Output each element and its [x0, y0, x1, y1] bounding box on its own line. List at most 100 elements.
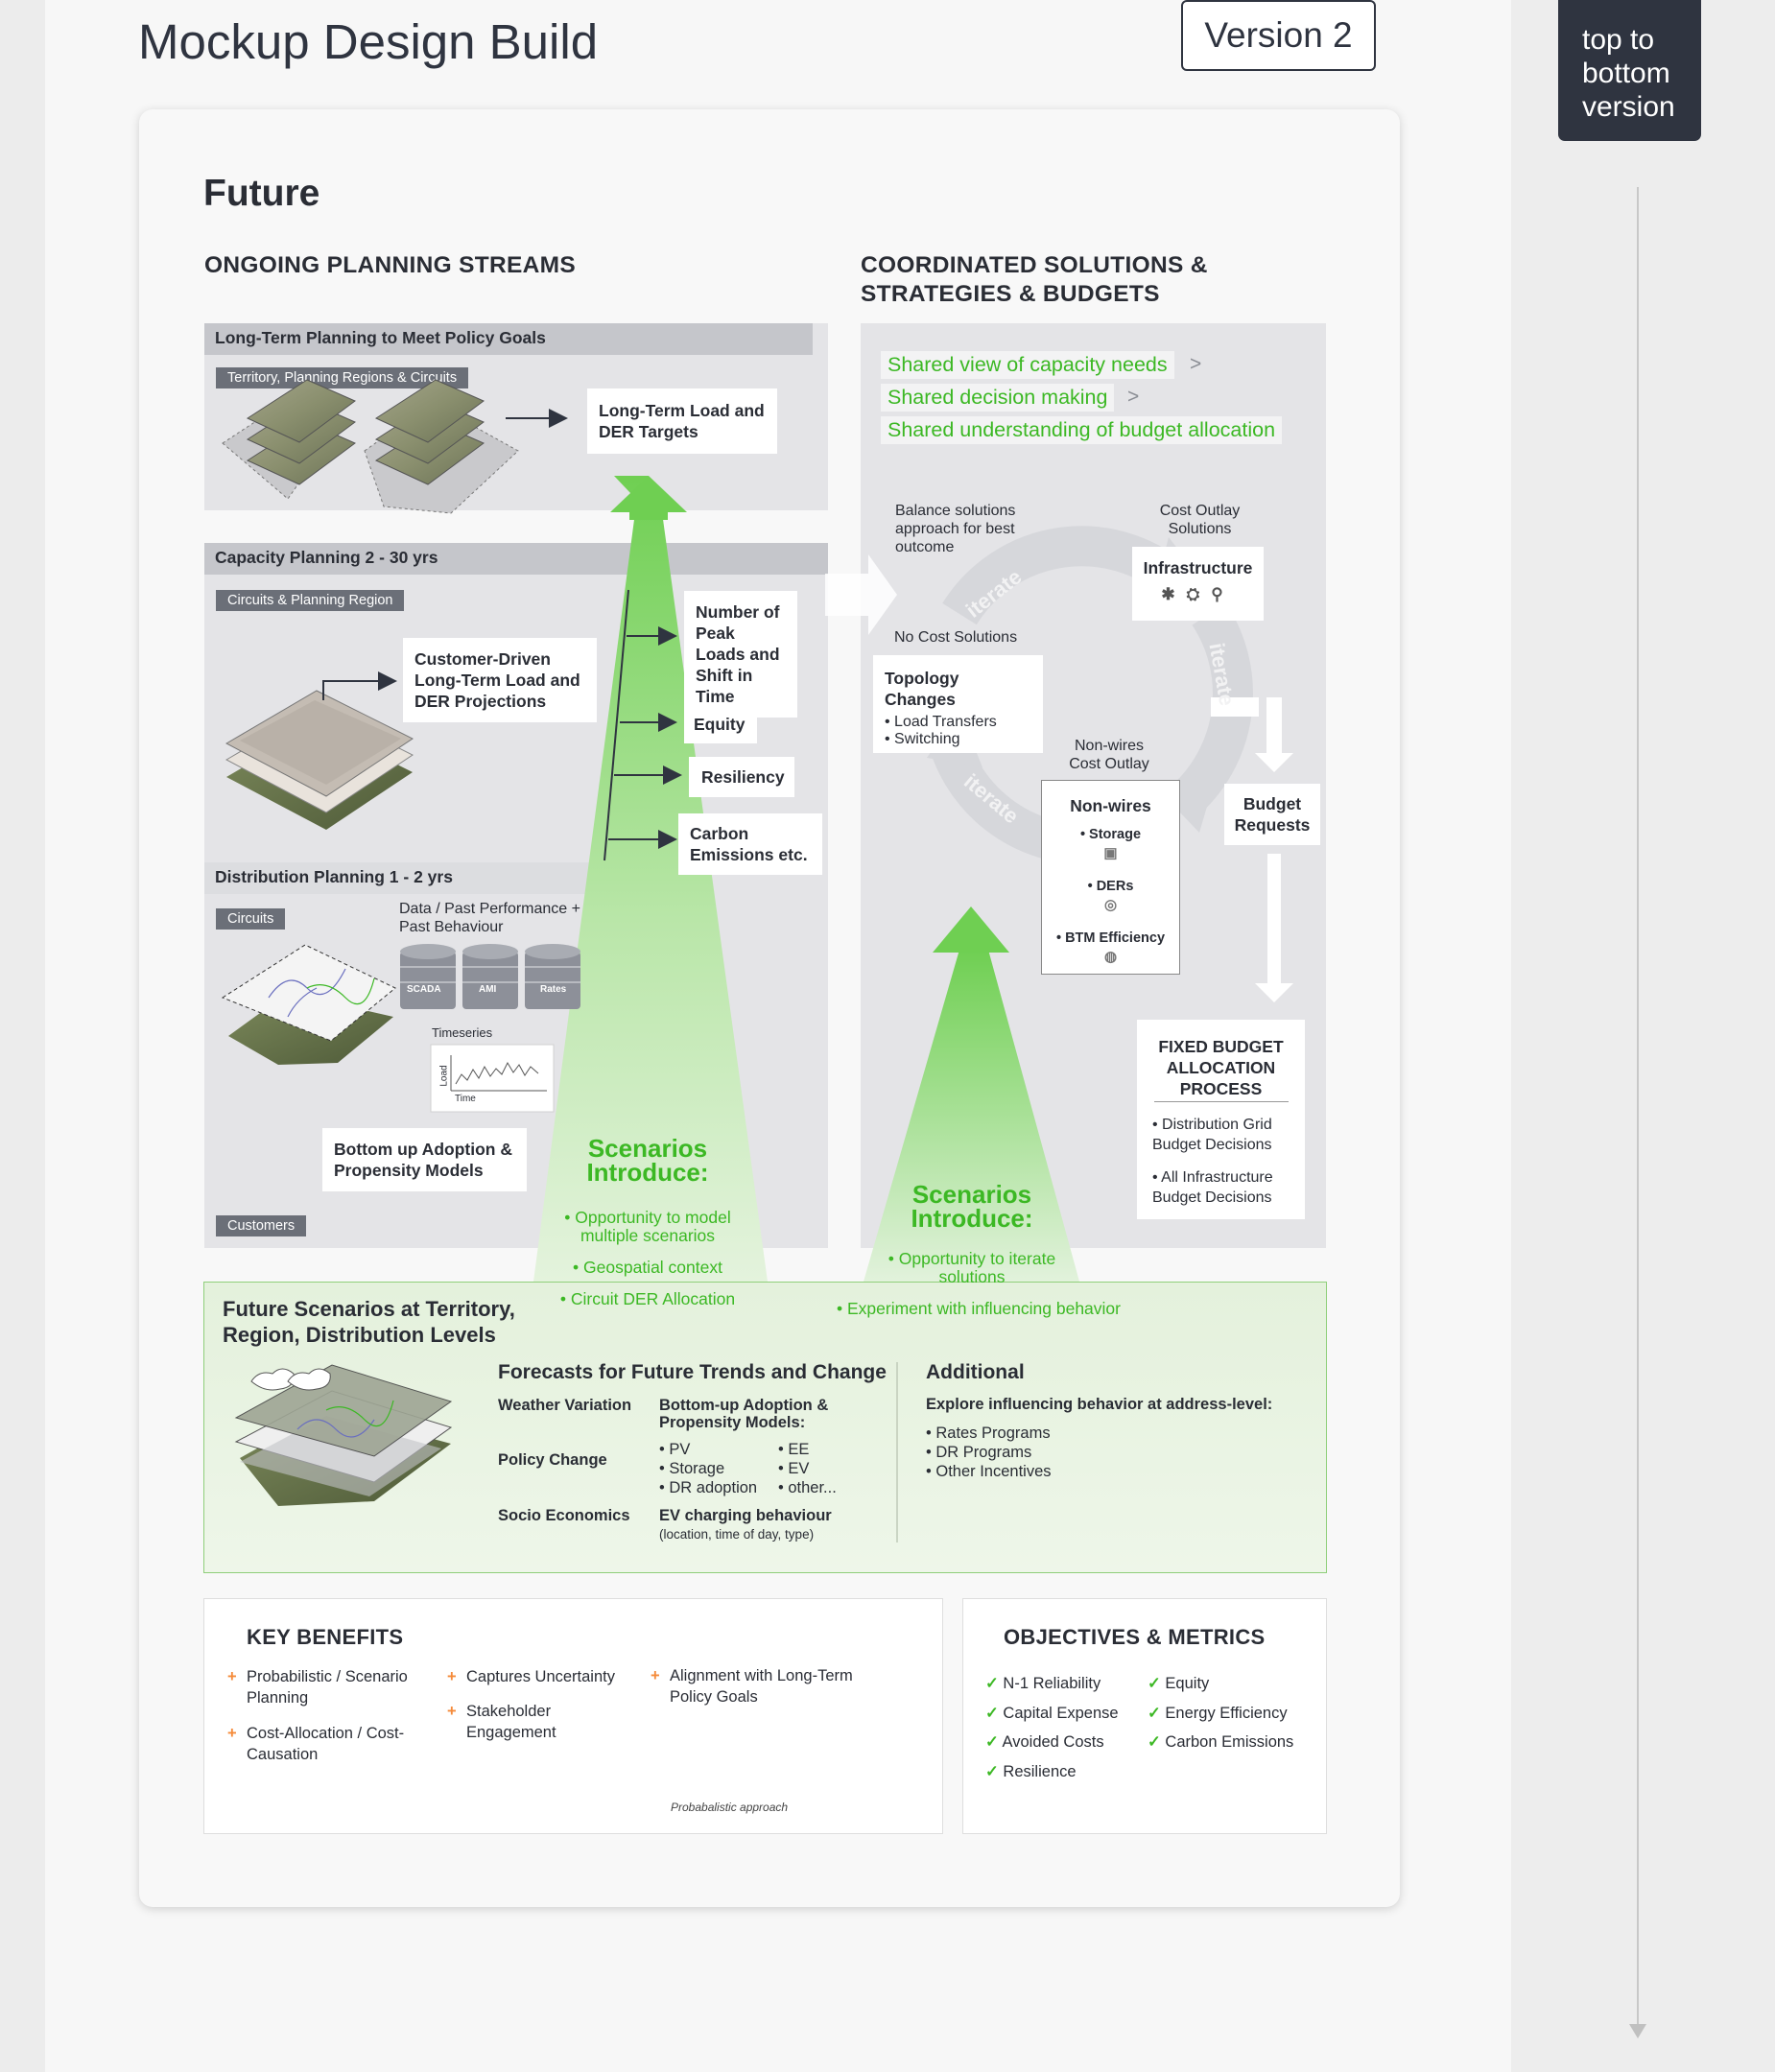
objective-label: Avoided Costs [1002, 1733, 1104, 1751]
scenarios-title-left: Scenarios Introduce: [586, 1134, 709, 1187]
check-icon: ✓ [985, 1675, 999, 1692]
infrastructure-icons: ✱⛭⚲ [1161, 585, 1235, 603]
coordinated-heading: COORDINATED SOLUTIONS & STRATEGIES & BUD… [861, 252, 1208, 307]
capacity-output-arrows [604, 589, 682, 861]
capacity-bar: Capacity Planning 2 - 30 yrs [204, 543, 828, 575]
highlight-capacity-needs: Shared view of capacity needs [881, 351, 1174, 379]
db-rates-label: Rates [540, 984, 567, 995]
output-equity: Equity [684, 705, 757, 743]
storage-icon: ▣ [1103, 845, 1118, 861]
plus-icon: + [651, 1667, 660, 1684]
balance-label: Balance solutions approach for best outc… [895, 503, 1016, 555]
benefit-label: Cost-Allocation / Cost-Causation [247, 1725, 405, 1763]
objective-label: Resilience [1003, 1762, 1077, 1780]
objective-item: ✓ Capital Expense [985, 1699, 1119, 1729]
section-title: Future [203, 173, 320, 214]
nonwires-item: • BTM Efficiency [1055, 930, 1166, 946]
additional-item: • Other Incentives [926, 1463, 1052, 1480]
data-performance-label: Data / Past Performance + Past Behaviour [399, 901, 580, 935]
objective-item: ✓ Equity [1148, 1669, 1293, 1699]
future-map-stack [234, 1364, 453, 1506]
budget-requests-box: Budget Requests [1224, 784, 1320, 845]
adoption-models-box: Bottom up Adoption & Propensity Models [322, 1128, 527, 1191]
objective-item: ✓ Energy Efficiency [1148, 1699, 1293, 1729]
key-benefits-heading: KEY BENEFITS [247, 1625, 404, 1649]
plus-icon: + [447, 1703, 457, 1720]
objective-item: ✓ Carbon Emissions [1148, 1728, 1293, 1757]
scenario-bullet-2: • Geospatial context [573, 1258, 722, 1277]
capacity-chip: Circuits & Planning Region [216, 590, 405, 611]
fixed-budget-title: FIXED BUDGET ALLOCATION PROCESS [1153, 1036, 1289, 1102]
ev-sub: (location, time of day, type) [659, 1527, 815, 1542]
additional-heading: Additional [926, 1361, 1025, 1383]
adoption-item: • Storage [659, 1460, 725, 1477]
scenario-bullet-iterate: • Opportunity to iterate solutions [888, 1249, 1056, 1286]
scenarios-arrow-left [533, 476, 768, 1282]
check-icon: ✓ [1148, 1733, 1161, 1751]
fixed-budget-item: • Distribution Grid Budget Decisions [1152, 1117, 1272, 1153]
objective-label: Carbon Emissions [1165, 1733, 1294, 1751]
benefit-item: + Alignment with Long-Term Policy Goals [651, 1665, 890, 1707]
check-icon: ✓ [985, 1733, 999, 1751]
long-term-target-box: Long-Term Load and DER Targets [587, 388, 777, 454]
database-icons [400, 944, 580, 1009]
timeseries-label: Timeseries [432, 1025, 493, 1040]
adoption-item: • EE [778, 1441, 810, 1458]
scenarios-title-right: Scenarios Introduce: [911, 1180, 1033, 1233]
adoption-item: • PV [659, 1441, 691, 1458]
benefit-label: Probabilistic / Scenario Planning [247, 1668, 408, 1707]
benefit-item: + Captures Uncertainty [447, 1666, 649, 1687]
version-badge[interactable]: Version 2 [1181, 0, 1376, 71]
adoption-heading: Bottom-up Adoption & Propensity Models: [659, 1397, 829, 1431]
output-peak-loads: Number of Peak Loads and Shift in Time [684, 591, 797, 718]
distribution-chip: Circuits [216, 908, 286, 930]
objective-item: ✓ N-1 Reliability [985, 1669, 1119, 1699]
objectives-col1: ✓ N-1 Reliability ✓ Capital Expense ✓ Av… [985, 1669, 1119, 1786]
driver-socio: Socio Economics [498, 1507, 630, 1524]
plus-icon: + [227, 1725, 237, 1742]
output-resiliency: Resiliency [689, 757, 794, 797]
curve-label: Probabalistic approach [671, 1801, 789, 1814]
side-panel [1511, 0, 1775, 2072]
arrow-down-icon [1629, 2024, 1646, 2038]
forecasts-heading: Forecasts for Future Trends and Change [498, 1361, 887, 1383]
highlight-decision-making: Shared decision making [881, 384, 1115, 412]
db-scada-label: SCADA [407, 984, 441, 995]
no-cost-label: No Cost Solutions [894, 629, 1018, 646]
chevron-right-icon: > [1127, 386, 1140, 408]
topology-item: • Switching [885, 731, 960, 747]
circuit-map-stack [221, 944, 396, 1065]
plus-icon: + [227, 1668, 237, 1685]
infrastructure-box: Infrastructure ✱⛭⚲ [1132, 547, 1264, 621]
additional-item: • DR Programs [926, 1444, 1032, 1461]
scenario-bullet-experiment: • Experiment with influencing behavior [836, 1299, 1121, 1318]
benefit-label: Captures Uncertainty [466, 1668, 615, 1685]
adoption-col2: • EE • EV • other... [778, 1440, 837, 1497]
objective-item: ✓ Avoided Costs [985, 1728, 1119, 1757]
adoption-item: • DR adoption [659, 1479, 758, 1496]
adoption-item: • other... [778, 1479, 837, 1496]
cost-outlay-label: Cost Outlay Solutions [1159, 503, 1241, 537]
additional-sub: Explore influencing behavior at address-… [926, 1396, 1273, 1413]
output-carbon: Carbon Emissions etc. [678, 813, 822, 875]
check-icon: ✓ [985, 1762, 999, 1780]
der-icon: ◎ [1103, 897, 1118, 913]
axis-load-label: Load [438, 1065, 450, 1087]
nonwires-box: Non-wires • Storage ▣ • DERs ◎ • BTM Eff… [1041, 780, 1180, 975]
objectives-heading: OBJECTIVES & METRICS [1004, 1625, 1266, 1649]
scenario-bullet-3: • Circuit DER Allocation [559, 1289, 736, 1308]
scenarios-arrow-right [864, 906, 1079, 1282]
territory-map-stack [222, 379, 519, 514]
flow-direction-label: top to bottom version [1558, 0, 1701, 141]
customers-chip: Customers [216, 1215, 307, 1236]
fixed-budget-item: • All Infrastructure Budget Decisions [1152, 1169, 1273, 1206]
adoption-col1: • PV • Storage • DR adoption [659, 1440, 757, 1497]
projection-box: Customer-Driven Long-Term Load and DER P… [403, 638, 597, 722]
plus-icon: + [447, 1668, 457, 1685]
db-ami-label: AMI [479, 984, 497, 995]
key-benefits-card [203, 1598, 943, 1834]
axis-time-label: Time [455, 1094, 476, 1104]
budget-flow-arrows [1211, 697, 1293, 1002]
objectives-col2: ✓ Equity ✓ Energy Efficiency ✓ Carbon Em… [1148, 1669, 1293, 1757]
